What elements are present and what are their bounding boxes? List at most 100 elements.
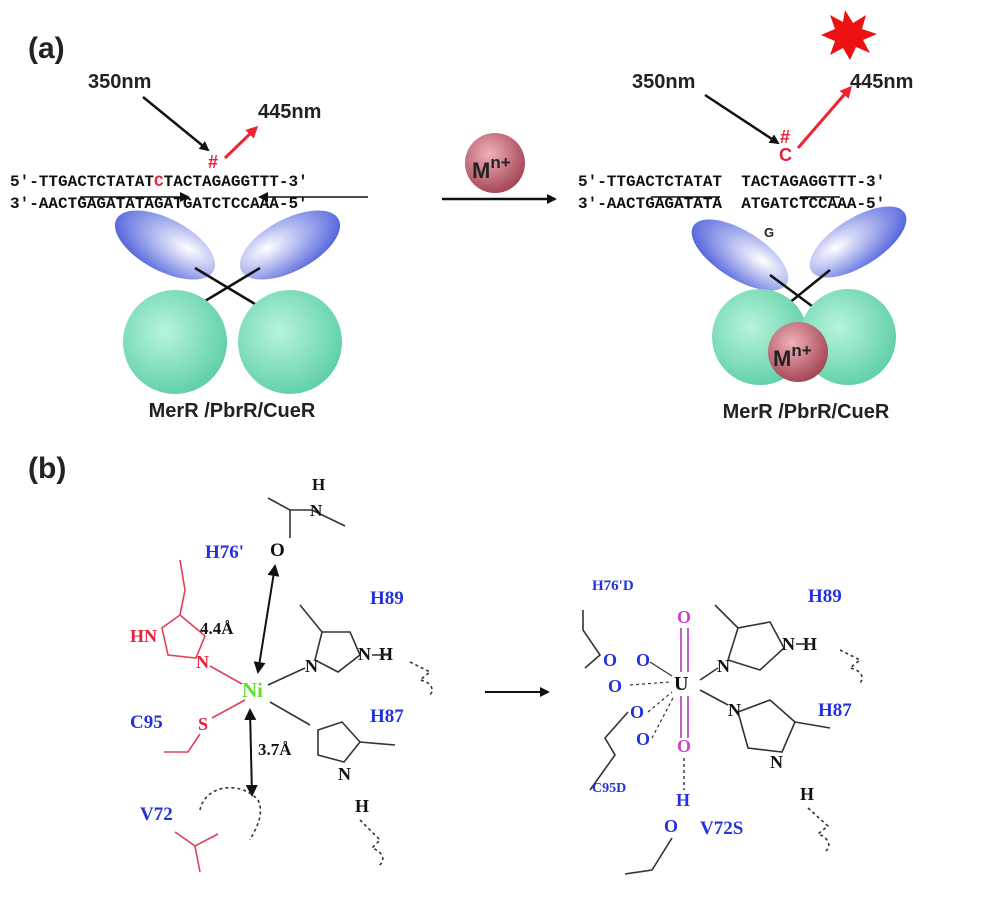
excitation-arrow-left	[142, 96, 210, 152]
residue-c95d: C95D	[592, 781, 626, 796]
residue-c95: C95	[130, 712, 163, 733]
h87-right-h: H	[800, 784, 814, 804]
v72-vdw-surface	[199, 786, 262, 841]
c95d-o2: O	[636, 729, 650, 749]
distance-arrow-bottom	[244, 708, 258, 797]
linker-helix-left-a	[194, 266, 266, 312]
excitation-label-right: 350nm	[632, 71, 695, 93]
h76d-o2: O	[608, 676, 622, 696]
u-o-coordination-a	[629, 681, 671, 686]
h76-ni-bond	[209, 665, 243, 685]
metal-binding-domain-left-b	[238, 290, 342, 394]
h87-right-n2: N	[770, 752, 783, 772]
h87-right-methyl	[794, 721, 831, 729]
residue-h87-right: H87	[818, 700, 852, 721]
panel-b-right-uranyl-site: H76'D O O O O U O O O C95D H O V72S H89 …	[582, 578, 863, 875]
u-c95d-coordination-a	[647, 691, 673, 713]
residue-h89: H89	[370, 588, 404, 609]
emission-arrow-left	[223, 125, 259, 160]
h76-sidechain	[179, 559, 186, 616]
h89-imidazole-ring	[314, 631, 361, 673]
panel-a-left: 350nm 445nm # 5′-TTGACTCTATATCTACTAGAGGT…	[10, 71, 368, 422]
c95-ni-bond	[211, 699, 246, 719]
v72-isopropyl-a	[174, 831, 219, 847]
h76-imidazole-ring	[161, 613, 206, 659]
h89-n1: N	[305, 656, 318, 676]
dna-binding-domain-left-b	[239, 210, 341, 280]
dna-top-strand-right: 5′-TTGACTCTATAT TACTAGAGGTTT-3′	[578, 173, 885, 191]
h87-right-ring	[737, 699, 796, 753]
excitation-arrow-right	[704, 93, 780, 145]
pyrrolo-c-right: C	[779, 145, 792, 165]
pyrrolo-c-left: C	[154, 173, 164, 191]
uranyl-o-top: O	[677, 607, 691, 627]
amide-backbone-a	[267, 497, 291, 538]
c95d-sidechain	[589, 711, 629, 791]
pyrrolo-hash-right: #	[780, 127, 790, 147]
carbonyl-o: O	[270, 540, 285, 561]
h89-ni-bond	[267, 667, 306, 686]
dna-bottom-strand-left: 3′-AACTGAGATATAGATGATCTCCAAA-5′	[10, 195, 308, 213]
bound-metal-ion-ball	[768, 322, 828, 382]
h87-imidazole-ring	[317, 721, 362, 763]
dna-top-strand-left: 5′-TTGACTCTATATCTACTAGAGGTTT-3′	[10, 173, 308, 191]
fluorescence-burst-icon	[821, 10, 877, 60]
c95-sidechain	[164, 733, 201, 753]
dna-binding-domain-right-a	[691, 219, 789, 291]
residue-h76: H76'	[205, 542, 244, 563]
panel-a-label: (a)	[28, 32, 65, 65]
bound-metal-ion-label: Mn+	[773, 341, 812, 371]
metal-ion-label: Mn+	[472, 153, 511, 183]
h76d-o3: O	[636, 650, 650, 670]
c95d-o1: O	[630, 702, 644, 722]
v72s-o: O	[664, 816, 678, 836]
emission-label-left: 445nm	[258, 101, 321, 123]
amide-n: N	[310, 501, 323, 520]
u-c95d-coordination-b	[651, 695, 675, 739]
u-h89-bond	[699, 667, 719, 681]
h87-h: H	[355, 796, 369, 816]
metal-binding-domain-left-a	[123, 290, 227, 394]
h89-right-hbond-wave	[839, 649, 863, 685]
metal-ion-ball	[465, 133, 525, 193]
panel-a-right: 350nm 445nm # C 5′-TTGACTCTATAT TACTAGAG…	[578, 10, 913, 423]
v72s-h: H	[676, 790, 690, 810]
dna-binding-domain-left-a	[114, 210, 216, 280]
pyrrolo-hash-left: #	[208, 152, 218, 172]
emission-arrow-right	[796, 85, 852, 149]
h87-n: N	[338, 764, 351, 784]
residue-h89-right: H89	[808, 586, 842, 607]
distance-arrow-top	[253, 564, 280, 674]
amide-backbone-b	[290, 509, 346, 527]
protein-label-left: MerR /PbrR/CueR	[149, 400, 316, 422]
h89-right-methyl	[714, 604, 739, 629]
h87-right-hbond-wave	[807, 807, 830, 853]
residue-h76d: H76'D	[592, 578, 634, 594]
emission-label-right: 445nm	[850, 71, 913, 93]
c95-s: S	[198, 714, 208, 734]
residue-v72s: V72S	[700, 818, 743, 839]
h76d-sidechain	[582, 610, 602, 669]
reaction-middle: Mn+	[442, 133, 557, 204]
h76d-o1: O	[603, 650, 617, 670]
h89-methyl	[299, 604, 323, 633]
panel-b-label: (b)	[28, 452, 66, 485]
v72-isopropyl-b	[194, 845, 201, 873]
amide-h: H	[312, 475, 325, 494]
h89-right-n1: N	[717, 656, 730, 676]
residue-h87: H87	[370, 706, 404, 727]
uranyl-o-bottom: O	[677, 736, 691, 756]
v72s-sidechain	[624, 837, 673, 875]
u-o-coordination-b	[649, 661, 673, 677]
nickel-atom: Ni	[242, 678, 263, 702]
distance-label-bottom: 3.7Å	[258, 740, 292, 759]
h89-right-ring	[726, 621, 785, 671]
h87-methyl	[359, 741, 396, 746]
flipped-base-g: G	[764, 225, 774, 240]
u-h87-bond	[699, 689, 729, 706]
h89-hbond-wave	[409, 661, 433, 697]
h76-n: N	[196, 652, 209, 672]
dna-bottom-strand-right: 3′-AACTGAGATATA ATGATCTCCAAA-5′	[578, 195, 885, 213]
